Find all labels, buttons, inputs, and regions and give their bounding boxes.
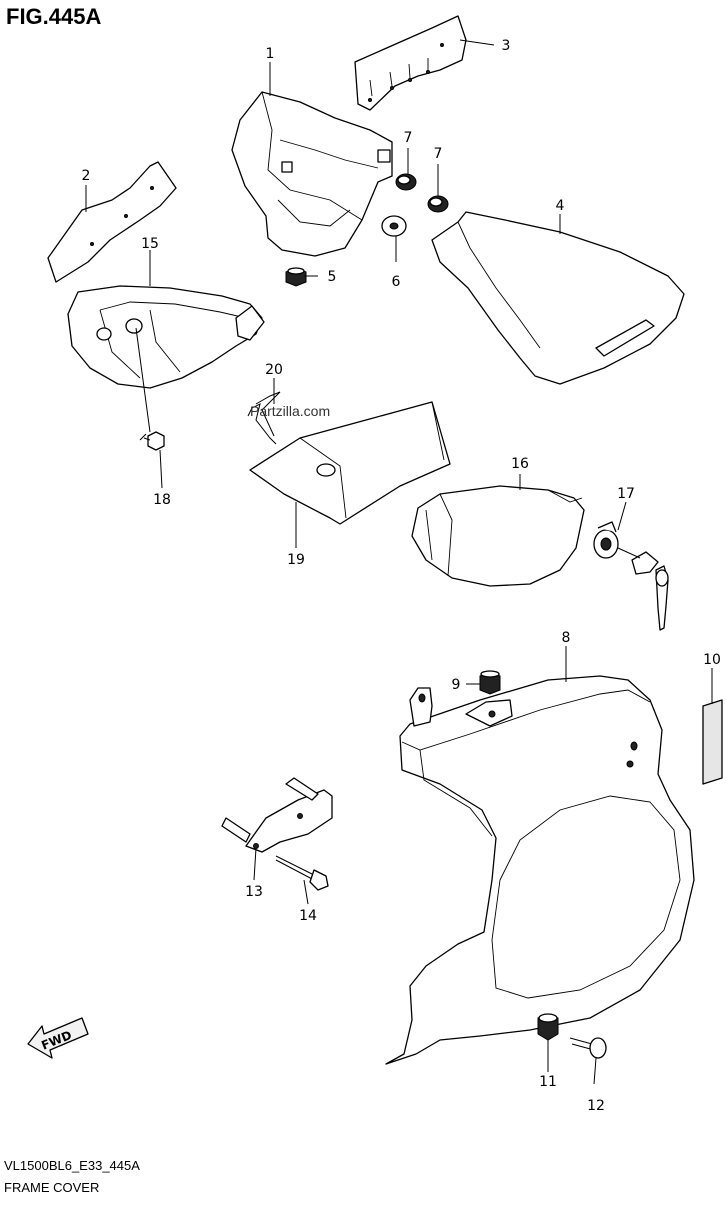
part-16-pouch xyxy=(411,485,585,587)
part-3-plate xyxy=(354,15,467,111)
callout-19: 19 xyxy=(287,552,305,568)
forward-arrow-icon: FWD xyxy=(27,1017,89,1059)
part-15-tray xyxy=(67,285,265,389)
part-4-side-cover xyxy=(431,211,685,385)
callout-4: 4 xyxy=(556,198,565,214)
callout-10: 10 xyxy=(703,652,721,668)
part-10-label xyxy=(702,699,723,785)
callout-17: 17 xyxy=(617,486,635,502)
figure-title: FIG.445A xyxy=(6,4,101,29)
callout-18: 18 xyxy=(153,492,171,508)
part-7-grommet xyxy=(427,195,449,213)
callout-8: 8 xyxy=(562,630,571,646)
callout-1: 1 xyxy=(266,46,275,62)
callout-12: 12 xyxy=(587,1098,605,1114)
part-7-grommet xyxy=(395,173,417,191)
callout-9: 9 xyxy=(452,677,461,693)
callout-labels: 1 2 3 4 5 6 7 7 8 9 10 11 12 13 14 15 16… xyxy=(82,38,721,1114)
callout-6: 6 xyxy=(392,274,401,290)
callout-7a: 7 xyxy=(404,130,413,146)
callout-15: 15 xyxy=(141,236,159,252)
part-11-collar xyxy=(537,1013,559,1041)
part-12-bolt xyxy=(569,1037,607,1059)
figure-caption: FRAME COVER xyxy=(4,1180,99,1195)
part-20-clip xyxy=(247,391,281,445)
part-19-pad xyxy=(249,401,451,525)
callout-3: 3 xyxy=(502,38,511,54)
callout-7b: 7 xyxy=(434,146,443,162)
part-2-plate xyxy=(47,161,177,283)
callout-14: 14 xyxy=(299,908,317,924)
part-8-frame-cover xyxy=(385,675,695,1065)
part-13-bracket xyxy=(221,777,333,853)
callout-11: 11 xyxy=(539,1074,557,1090)
part-9-cushion xyxy=(479,670,501,695)
callout-20: 20 xyxy=(265,362,283,378)
part-6-grommet xyxy=(381,215,407,237)
part-18-bolt xyxy=(139,431,165,451)
callout-2: 2 xyxy=(82,168,91,184)
callout-13: 13 xyxy=(245,884,263,900)
part-1-bracket xyxy=(231,91,393,257)
watermark: Partzilla.com xyxy=(250,403,330,419)
callout-5: 5 xyxy=(328,269,337,285)
part-14-bolt xyxy=(275,855,329,891)
callout-16: 16 xyxy=(511,456,529,472)
part-17-lock-set xyxy=(593,521,669,631)
part-5-cushion xyxy=(285,267,307,287)
figure-code: VL1500BL6_E33_445A xyxy=(4,1158,140,1173)
leader-lines xyxy=(85,39,713,1085)
